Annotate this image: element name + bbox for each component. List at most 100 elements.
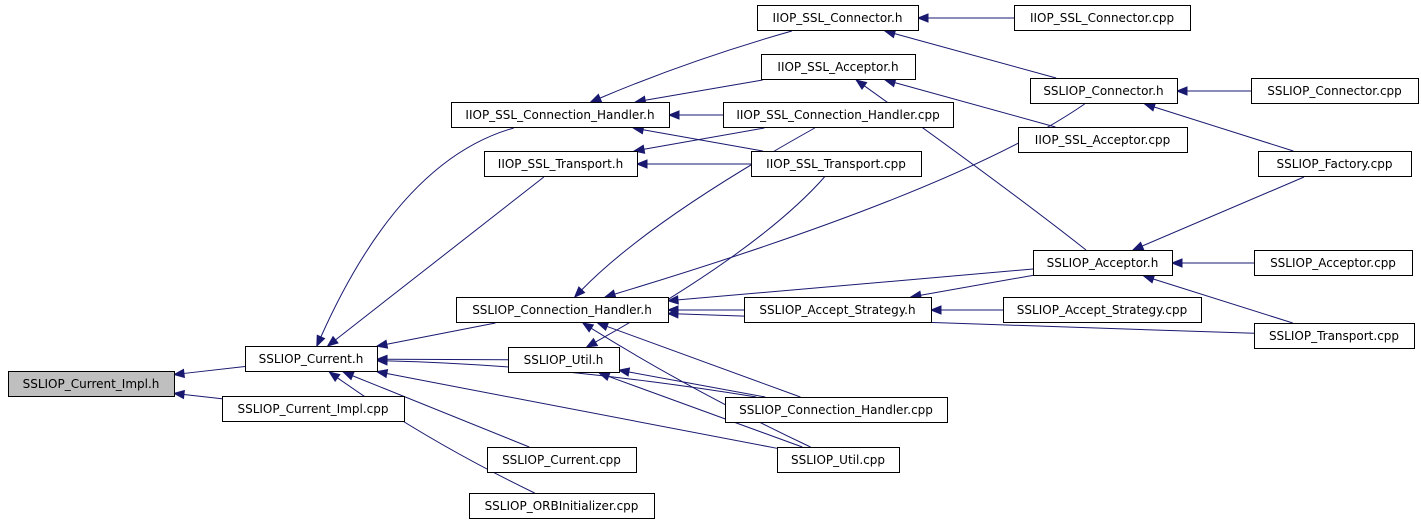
edge-n21-to-n17 xyxy=(1175,86,1251,96)
node-box xyxy=(725,397,948,423)
edge-line xyxy=(320,127,514,338)
node-box xyxy=(8,371,175,397)
edge-line xyxy=(1141,176,1305,247)
node-ssliop-orbinitializer-cpp[interactable]: SSLIOP_ORBInitializer.cpp xyxy=(469,493,655,519)
node-ssliop-transport-cpp[interactable]: SSLIOP_Transport.cpp xyxy=(1254,323,1415,349)
arrowhead-icon xyxy=(1131,241,1145,251)
node-box xyxy=(469,493,655,519)
node-box xyxy=(1003,297,1202,323)
node-iiop-ssl-acceptor-cpp[interactable]: IIOP_SSL_Acceptor.cpp xyxy=(1018,127,1188,153)
node-box xyxy=(508,347,620,373)
node-box xyxy=(451,102,670,128)
node-ssliop-connection-handler-h[interactable]: SSLIOP_Connection_Handler.h xyxy=(456,297,669,323)
node-ssliop-util-cpp[interactable]: SSLIOP_Util.cpp xyxy=(777,447,900,473)
node-box xyxy=(1258,151,1412,177)
node-box xyxy=(245,346,378,372)
edge-line xyxy=(608,375,803,448)
edge-n16-to-n9 xyxy=(916,13,1014,23)
edge-line xyxy=(894,82,1056,128)
node-ssliop-util-h[interactable]: SSLIOP_Util.h xyxy=(508,347,620,373)
arrowhead-icon xyxy=(573,286,586,298)
node-iiop-ssl-connection-handler-h[interactable]: IIOP_SSL_Connection_Handler.h xyxy=(451,102,670,128)
node-ssliop-accept-strategy-cpp[interactable]: SSLIOP_Accept_Strategy.cpp xyxy=(1003,297,1202,323)
edge-n3-to-n1 xyxy=(316,127,514,348)
node-label: SSLIOP_Connection_Handler.cpp xyxy=(739,403,933,417)
node-box xyxy=(1033,250,1173,276)
edge-n12-to-n4 xyxy=(635,159,751,169)
node-ssliop-factory-cpp[interactable]: SSLIOP_Factory.cpp xyxy=(1258,151,1412,177)
node-label: SSLIOP_Acceptor.cpp xyxy=(1270,256,1396,270)
edge-n15-to-n5 xyxy=(581,322,811,448)
edge-line xyxy=(335,176,545,341)
node-box xyxy=(487,447,637,473)
node-ssliop-current-h[interactable]: SSLIOP_Current.h xyxy=(245,346,378,372)
node-ssliop-current-cpp[interactable]: SSLIOP_Current.cpp xyxy=(487,447,637,473)
arrowhead-icon xyxy=(666,295,679,305)
node-iiop-ssl-transport-h[interactable]: IIOP_SSL_Transport.h xyxy=(484,151,638,177)
arrowhead-icon xyxy=(916,13,929,23)
edge-line xyxy=(606,325,801,398)
node-ssliop-current-impl-cpp[interactable]: SSLIOP_Current_Impl.cpp xyxy=(222,396,405,422)
node-label: SSLIOP_Current.cpp xyxy=(502,453,621,467)
node-iiop-ssl-connector-cpp[interactable]: IIOP_SSL_Connector.cpp xyxy=(1014,5,1191,31)
arrowhead-icon xyxy=(1142,274,1156,284)
edge-line xyxy=(642,129,763,152)
node-label: SSLIOP_Current.h xyxy=(259,352,364,366)
node-box xyxy=(723,102,954,128)
edge-n5-to-n1 xyxy=(375,322,496,349)
edge-n20-to-n13 xyxy=(929,305,1003,315)
edge-line xyxy=(352,375,530,448)
node-label: IIOP_SSL_Connection_Handler.h xyxy=(465,108,654,122)
node-label: IIOP_SSL_Acceptor.cpp xyxy=(1035,133,1170,147)
node-label: IIOP_SSL_Acceptor.h xyxy=(777,60,898,74)
edge-n22-to-n17 xyxy=(1143,102,1294,152)
node-iiop-ssl-connection-handler-cpp[interactable]: IIOP_SSL_Connection_Handler.cpp xyxy=(723,102,954,128)
arrowhead-icon xyxy=(597,372,611,382)
node-iiop-ssl-connector-h[interactable]: IIOP_SSL_Connector.h xyxy=(757,5,919,31)
arrowhead-icon xyxy=(172,389,185,400)
node-label: SSLIOP_Current_Impl.cpp xyxy=(237,402,388,416)
edge-n10-to-n3 xyxy=(633,79,763,105)
edge-line xyxy=(677,268,1034,301)
edge-line xyxy=(628,371,766,398)
edge-n17-to-n5 xyxy=(603,103,1085,299)
node-ssliop-acceptor-cpp[interactable]: SSLIOP_Acceptor.cpp xyxy=(1254,250,1413,276)
node-label: SSLIOP_Acceptor.h xyxy=(1047,256,1159,270)
node-ssliop-acceptor-h[interactable]: SSLIOP_Acceptor.h xyxy=(1033,250,1173,276)
arrowhead-icon xyxy=(375,339,389,349)
node-ssliop-current-impl-h[interactable]: SSLIOP_Current_Impl.h xyxy=(8,371,175,397)
edge-n8-to-n1 xyxy=(328,371,535,494)
edges xyxy=(172,13,1305,494)
node-box xyxy=(222,396,405,422)
arrowhead-icon xyxy=(589,93,603,103)
edge-line xyxy=(920,274,1034,296)
node-ssliop-connector-h[interactable]: SSLIOP_Connector.h xyxy=(1030,78,1178,104)
node-ssliop-connector-cpp[interactable]: SSLIOP_Connector.cpp xyxy=(1251,78,1419,104)
arrowhead-icon xyxy=(316,334,326,348)
edge-n14-to-n6 xyxy=(617,367,766,398)
node-label: SSLIOP_Accept_Strategy.h xyxy=(759,303,915,317)
node-box xyxy=(1254,323,1415,349)
node-label: SSLIOP_Connector.cpp xyxy=(1267,84,1402,98)
node-box xyxy=(1251,78,1419,104)
node-iiop-ssl-acceptor-h[interactable]: IIOP_SSL_Acceptor.h xyxy=(761,54,916,80)
arrowhead-icon xyxy=(635,159,648,169)
arrowhead-icon xyxy=(667,110,680,120)
node-label: IIOP_SSL_Transport.h xyxy=(498,157,623,171)
edge-n23-to-n19 xyxy=(1170,258,1254,268)
arrowhead-icon xyxy=(596,322,610,332)
arrowhead-icon xyxy=(172,368,185,379)
arrowhead-icon xyxy=(603,289,617,299)
node-box xyxy=(777,447,900,473)
arrowhead-icon xyxy=(326,335,339,347)
node-iiop-ssl-transport-cpp[interactable]: IIOP_SSL_Transport.cpp xyxy=(751,151,922,177)
node-box xyxy=(1254,250,1413,276)
node-label: SSLIOP_Factory.cpp xyxy=(1277,157,1393,171)
node-ssliop-accept-strategy-h[interactable]: SSLIOP_Accept_Strategy.h xyxy=(744,297,932,323)
edge-line xyxy=(599,30,792,99)
edge-n14-to-n5 xyxy=(596,322,801,398)
edge-n13-to-n5 xyxy=(666,305,744,315)
node-box xyxy=(456,297,669,323)
node-box xyxy=(1018,127,1188,153)
node-ssliop-connection-handler-cpp[interactable]: SSLIOP_Connection_Handler.cpp xyxy=(725,397,948,423)
